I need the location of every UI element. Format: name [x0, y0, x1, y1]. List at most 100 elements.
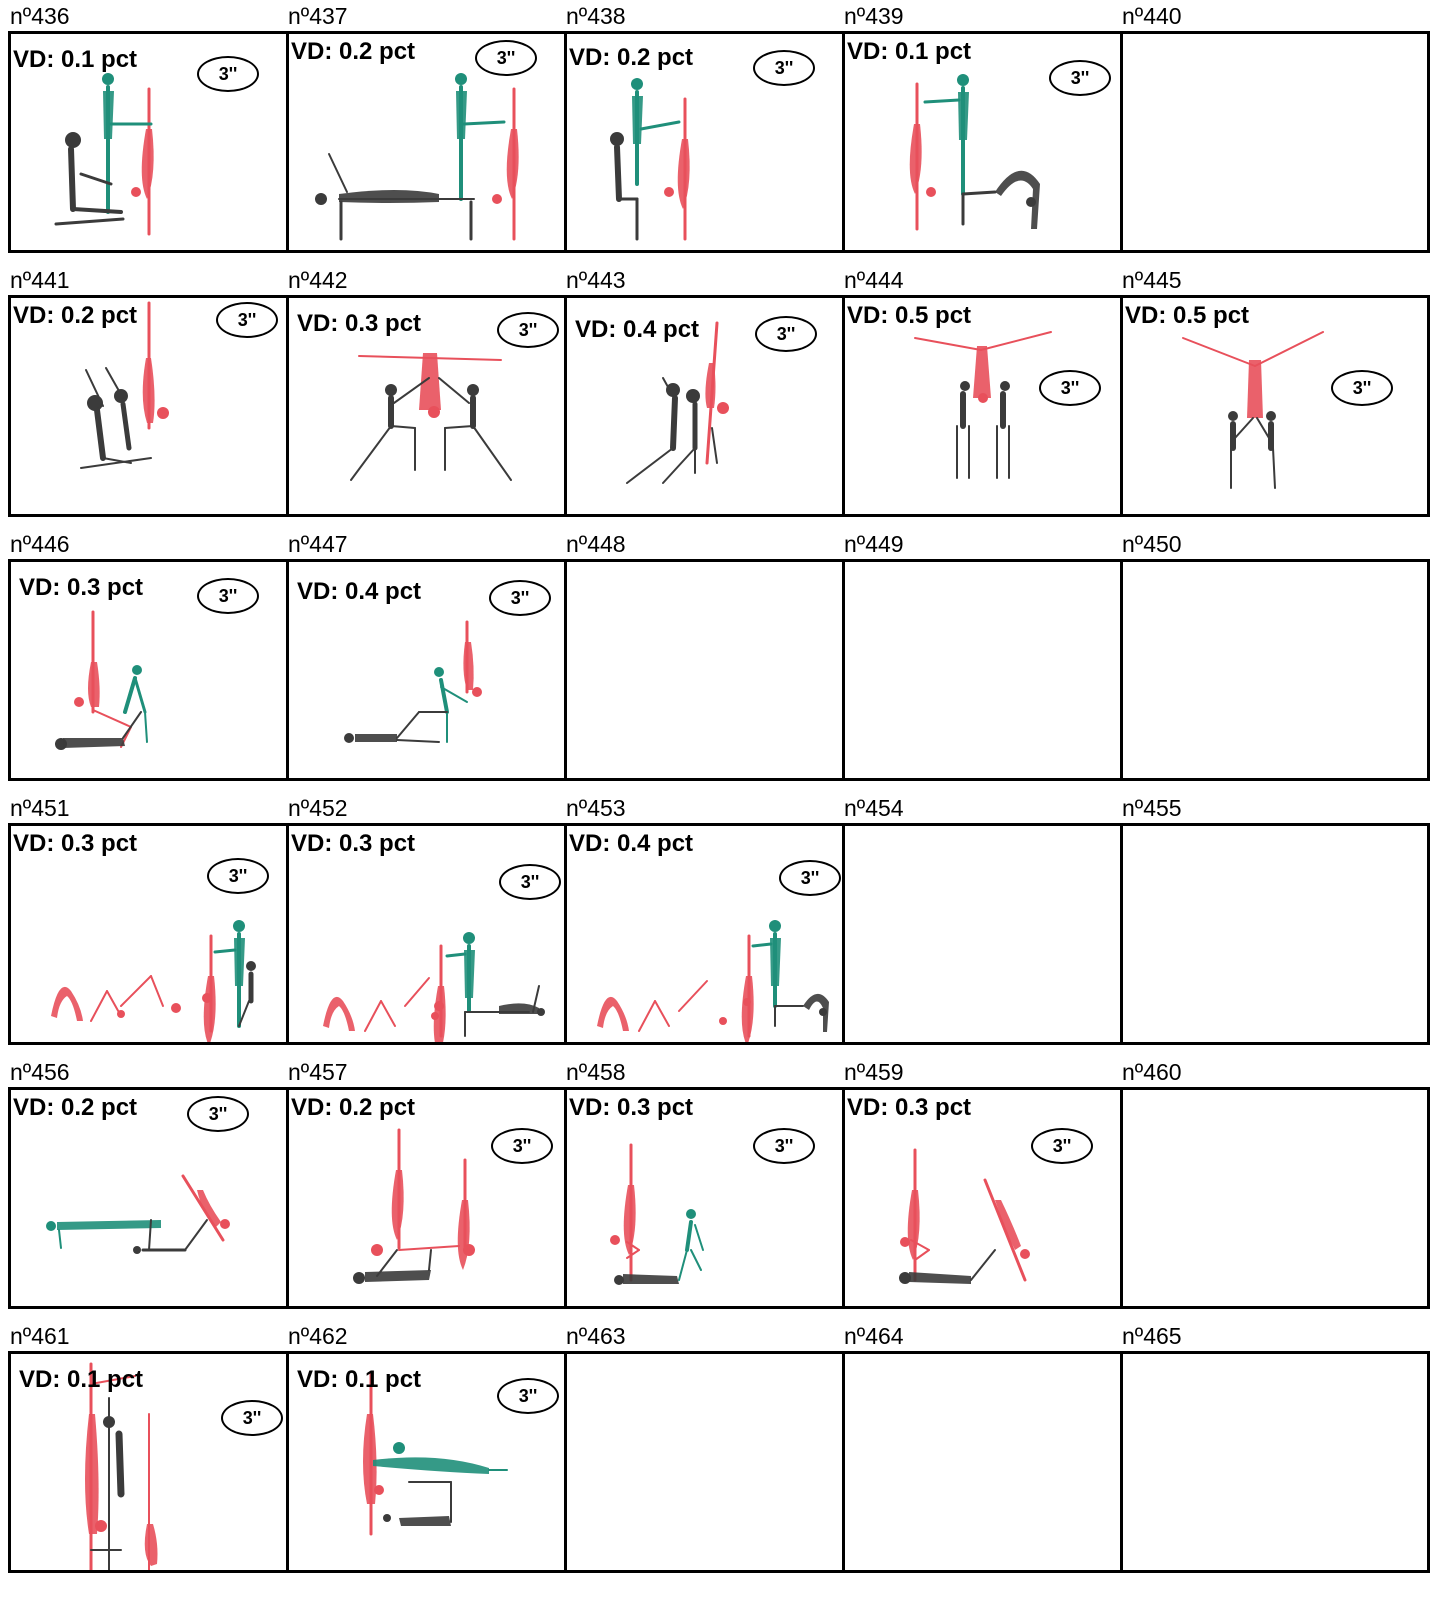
difficulty-value: VD: 0.4 pct: [569, 830, 694, 857]
hold-time-badge: 3'': [207, 858, 269, 894]
hold-time-badge: 3'': [779, 860, 841, 896]
empty-exercise-card: [1120, 562, 1418, 778]
hold-time-badge: 3'': [221, 1400, 283, 1436]
difficulty-value: VD: 0.2 pct: [291, 1094, 416, 1121]
hold-time-badge: 3'': [1049, 60, 1111, 96]
exercise-number: nº439: [844, 3, 904, 29]
hold-time-badge: 3'': [499, 864, 561, 900]
empty-exercise-card: [842, 1354, 1120, 1570]
hold-time-badge: 3'': [475, 40, 537, 76]
hold-time-badge: 3'': [1331, 370, 1393, 406]
hold-time-badge: 3'': [491, 1128, 553, 1164]
exercise-number: nº465: [1122, 1323, 1182, 1349]
difficulty-value: VD: 0.3 pct: [297, 310, 422, 337]
difficulty-value: VD: 0.3 pct: [291, 830, 416, 857]
exercise-number: nº444: [844, 267, 904, 293]
exercise-card: VD: 0.5 pct 3'': [842, 298, 1120, 514]
exercise-number: nº464: [844, 1323, 904, 1349]
hold-time-badge: 3'': [197, 578, 259, 614]
empty-exercise-card: [1120, 826, 1418, 1042]
difficulty-value: VD: 0.1 pct: [13, 46, 138, 73]
hold-time-badge: 3'': [497, 1378, 559, 1414]
exercise-card: VD: 0.1 pct 3'': [11, 34, 289, 250]
exercise-number: nº453: [566, 795, 626, 821]
exercise-card: VD: 0.3 pct 3'': [11, 562, 289, 778]
hold-time-badge: 3'': [755, 316, 817, 352]
exercise-card: VD: 0.3 pct 3'': [11, 826, 289, 1042]
exercise-number: nº449: [844, 531, 904, 557]
exercise-number: nº448: [566, 531, 626, 557]
exercise-number: nº452: [288, 795, 348, 821]
exercise-card: VD: 0.4 pct 3'': [286, 562, 564, 778]
exercise-number: nº457: [288, 1059, 348, 1085]
exercise-number: nº436: [10, 3, 70, 29]
empty-exercise-card: [1120, 34, 1418, 250]
difficulty-value: VD: 0.1 pct: [297, 1366, 422, 1393]
difficulty-value: VD: 0.3 pct: [569, 1094, 694, 1121]
exercise-number: nº463: [566, 1323, 626, 1349]
hold-time-badge: 3'': [1039, 370, 1101, 406]
exercise-number: nº446: [10, 531, 70, 557]
exercise-card: VD: 0.1 pct 3'': [842, 34, 1120, 250]
exercise-number: nº455: [1122, 795, 1182, 821]
exercise-grid-row: VD: 0.1 pct 3'' VD: 0.1 pct 3'': [8, 1351, 1430, 1573]
exercise-number: nº456: [10, 1059, 70, 1085]
hold-time-badge: 3'': [187, 1096, 249, 1132]
exercise-card: VD: 0.1 pct 3'': [286, 1354, 564, 1570]
exercise-number: nº443: [566, 267, 626, 293]
exercise-number: nº461: [10, 1323, 70, 1349]
exercise-card: VD: 0.4 pct 3'': [564, 298, 842, 514]
exercise-number: nº450: [1122, 531, 1182, 557]
difficulty-value: VD: 0.5 pct: [847, 302, 972, 329]
empty-exercise-card: [564, 1354, 842, 1570]
difficulty-value: VD: 0.4 pct: [575, 316, 700, 343]
difficulty-value: VD: 0.1 pct: [19, 1366, 144, 1393]
difficulty-value: VD: 0.1 pct: [847, 38, 972, 65]
exercise-number: nº437: [288, 3, 348, 29]
difficulty-value: VD: 0.5 pct: [1125, 302, 1250, 329]
hold-time-badge: 3'': [197, 56, 259, 92]
exercise-number: nº442: [288, 267, 348, 293]
difficulty-value: VD: 0.4 pct: [297, 578, 422, 605]
exercise-card: VD: 0.2 pct 3'': [286, 1090, 564, 1306]
hold-time-badge: 3'': [1031, 1128, 1093, 1164]
exercise-number: nº440: [1122, 3, 1182, 29]
exercise-number: nº454: [844, 795, 904, 821]
exercise-card: VD: 0.4 pct 3'': [564, 826, 842, 1042]
difficulty-value: VD: 0.2 pct: [13, 302, 138, 329]
difficulty-value: VD: 0.3 pct: [19, 574, 144, 601]
exercise-number: nº459: [844, 1059, 904, 1085]
empty-exercise-card: [564, 562, 842, 778]
empty-exercise-card: [842, 826, 1120, 1042]
exercise-grid-row: VD: 0.3 pct 3'' VD: 0.4 pct 3'': [8, 559, 1430, 781]
empty-exercise-card: [1120, 1354, 1418, 1570]
difficulty-value: VD: 0.3 pct: [13, 830, 138, 857]
difficulty-value: VD: 0.2 pct: [569, 44, 694, 71]
exercise-number: nº460: [1122, 1059, 1182, 1085]
hold-time-badge: 3'': [489, 580, 551, 616]
empty-exercise-card: [842, 562, 1120, 778]
exercise-number: nº445: [1122, 267, 1182, 293]
hold-time-badge: 3'': [753, 50, 815, 86]
exercise-card: VD: 0.2 pct 3'': [564, 34, 842, 250]
exercise-grid-row: VD: 0.3 pct 3'' VD: 0.3 pct 3'' VD: 0.4 pct 3…: [8, 823, 1430, 1045]
exercise-card: VD: 0.5 pct 3'': [1120, 298, 1418, 514]
exercise-card: VD: 0.3 pct 3'': [286, 826, 564, 1042]
